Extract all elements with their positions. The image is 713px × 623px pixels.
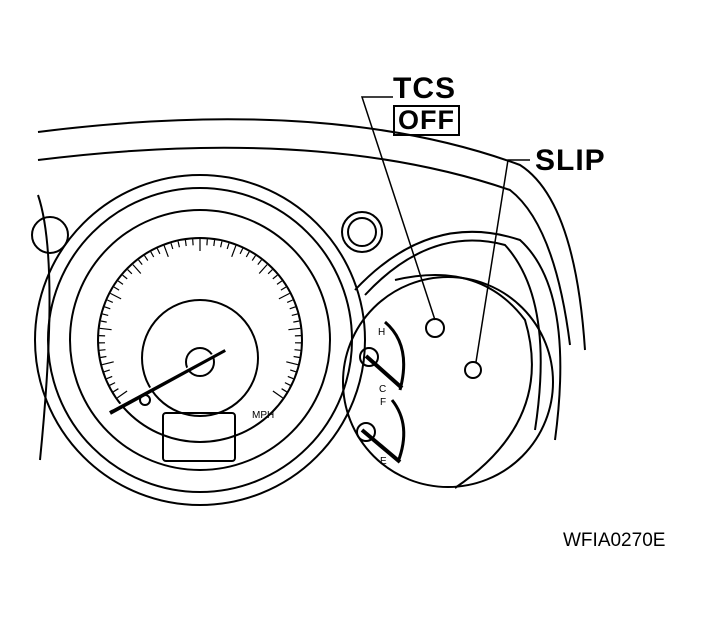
fuel-full-label: F [380, 397, 386, 408]
speedometer-tick [280, 286, 287, 291]
speedometer-ring-2 [47, 187, 353, 493]
right-meter-back-edge [394, 274, 533, 489]
speedometer-tick [122, 274, 128, 280]
speedometer-tick [286, 361, 299, 366]
speedometer-tick [272, 390, 284, 399]
speedometer-tick [100, 355, 107, 359]
tcs-callout-label: TCS [393, 72, 456, 105]
speedometer-tick [143, 255, 149, 261]
fuel-gauge-scale [390, 399, 406, 463]
speedometer-needle [109, 348, 226, 415]
speedometer-tick [127, 269, 133, 275]
speedometer-tick [286, 299, 293, 303]
speedometer-pivot-dot [139, 394, 151, 406]
speedometer-tick [245, 251, 250, 258]
speedometer-tick [138, 259, 143, 265]
speedometer-ring-3 [69, 209, 331, 471]
speedometer-tick [257, 259, 262, 265]
odometer-display [162, 412, 236, 462]
left-indicator-ring [31, 216, 69, 254]
speedometer-tick [288, 327, 301, 331]
figure-code-label: WFIA0270E [563, 530, 666, 551]
speedometer-tick [184, 240, 187, 247]
speedometer-tick [116, 390, 128, 399]
speedometer-unit-label: MPH [252, 410, 274, 421]
fuel-gauge-pivot [356, 422, 376, 442]
speedometer-tick [287, 375, 294, 380]
temp-gauge-needle [364, 354, 404, 390]
speedometer-ring-outer [34, 174, 366, 506]
upper-indicator-ring-outer [341, 211, 383, 253]
speedometer-tick [156, 248, 161, 255]
speedometer-tick [103, 369, 110, 373]
slip-indicator-lamp [464, 361, 482, 379]
speedometer-tick [132, 264, 142, 274]
slip-leader-line [475, 159, 530, 363]
speedometer-tick [99, 349, 106, 351]
speedometer-tick [213, 240, 216, 247]
speedometer-tick-marks [98, 239, 302, 399]
speedometer-tick [99, 327, 112, 331]
fuel-empty-label: E [380, 456, 387, 467]
tcs-off-leader-line [360, 96, 436, 321]
cluster-hood-inner [37, 146, 571, 346]
right-meter-outer-arc [354, 230, 562, 441]
speedometer-tick [177, 241, 180, 248]
slip-callout-label: SLIP [535, 144, 606, 177]
speedometer-tick [107, 299, 114, 303]
speedometer-tick [150, 251, 155, 258]
speedometer-tick [272, 274, 278, 280]
speedometer-tick [117, 280, 124, 285]
speedometer-tick [102, 313, 109, 316]
speedometer-tick [290, 369, 297, 373]
tcs-off-callout-label: OFF [393, 105, 460, 136]
speedometer-tick [276, 280, 283, 285]
speedometer-dial-face [97, 237, 303, 443]
right-meter-inner-arc [364, 239, 542, 431]
cluster-hood-left-edge [37, 194, 51, 461]
speedometer-tick [289, 306, 296, 310]
speedometer-tick [239, 248, 244, 255]
speedometer-needle-hub [185, 347, 215, 377]
speedometer-tick [293, 320, 300, 323]
speedometer-tick [112, 388, 119, 393]
speedometer-tick [281, 388, 288, 393]
speedometer-tick [251, 255, 257, 261]
speedometer-tick [294, 349, 301, 351]
speedometer-tick [220, 241, 223, 248]
speedometer-tick [110, 292, 122, 300]
speedometer-tick [104, 306, 111, 310]
speedometer-tick [106, 375, 113, 380]
speedometer-tick [170, 243, 174, 250]
speedometer-tick [291, 313, 298, 316]
speedometer-hub-plate [141, 299, 259, 417]
temp-gauge-scale [384, 320, 406, 391]
speedometer-tick [284, 382, 291, 386]
speedometer-tick [231, 245, 237, 258]
speedometer-tick [226, 243, 230, 250]
speedometer-tick [101, 361, 114, 366]
speedometer-tick [113, 286, 120, 291]
speedometer-tick [267, 269, 273, 275]
speedometer-tick [278, 292, 290, 300]
speedometer-tick [100, 320, 107, 323]
speedometer-tick [293, 355, 300, 359]
upper-indicator-ring-inner [347, 217, 377, 247]
speedometer-tick [258, 264, 268, 274]
cluster-hood-outer [37, 118, 586, 351]
temp-gauge-pivot [359, 347, 379, 367]
temp-cold-label: C [379, 384, 386, 395]
fuel-gauge-needle [360, 428, 402, 464]
temp-high-label: H [378, 327, 385, 338]
speedometer-tick [163, 245, 169, 258]
right-meter-face [342, 276, 554, 488]
speedometer-tick [109, 382, 116, 386]
tcs-off-indicator-lamp [425, 318, 445, 338]
